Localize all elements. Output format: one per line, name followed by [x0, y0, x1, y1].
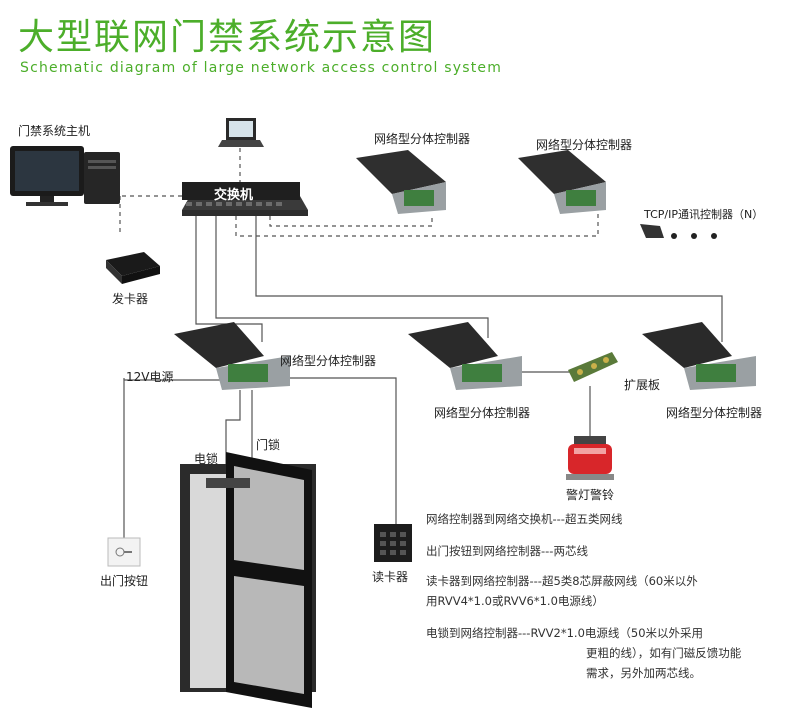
- wires: [119, 148, 723, 540]
- laptop-icon: [218, 118, 264, 147]
- expansion-board-icon: [568, 352, 618, 382]
- page-subtitle: Schematic diagram of large network acces…: [20, 60, 503, 76]
- wire-switch-top-controllers: [235, 214, 599, 237]
- door-leaf-icon: [226, 452, 312, 708]
- switch-icon: [182, 182, 308, 216]
- exit-button-label: 出门按钮: [100, 574, 149, 588]
- tcp-controller-label: TCP/IP通讯控制器（N）: [644, 208, 764, 221]
- alarm-light-icon: [566, 436, 614, 480]
- alarm-label: 警灯警铃: [566, 488, 615, 502]
- controller-mid-center-icon: [408, 322, 522, 390]
- note-line: 网络控制器到网络交换机---超五类网线: [426, 512, 623, 526]
- page-title: 大型联网门禁系统示意图: [18, 17, 437, 58]
- switch-label: 交换机: [214, 188, 254, 203]
- controller-mid-right-label: 网络型分体控制器: [666, 406, 763, 420]
- card-issuer-label: 发卡器: [112, 292, 149, 306]
- dot: [711, 233, 717, 239]
- wire-switch-controller1: [269, 214, 433, 227]
- wire-switch-mid-center: [215, 216, 489, 338]
- card-reader-label: 读卡器: [372, 570, 409, 584]
- power-label: 12V电源: [126, 370, 174, 384]
- controller-top1-icon: [356, 150, 446, 214]
- controller-top1-label: 网络型分体控制器: [374, 132, 471, 146]
- wire-card-reader: [290, 377, 397, 524]
- dot: [691, 233, 697, 239]
- controller-mid-right-icon: [642, 322, 756, 390]
- dot: [671, 233, 677, 239]
- controller-mid-left-label: 网络型分体控制器: [280, 354, 377, 368]
- note-line: 需求，另外加两芯线。: [586, 666, 701, 680]
- tcp-controller-icon: [640, 224, 664, 238]
- exit-button-icon: [107, 537, 141, 567]
- electric-lock-label: 电锁: [194, 452, 219, 466]
- wire-electric-lock: [225, 390, 241, 478]
- host-computer-icon: [10, 146, 120, 206]
- controller-mid-left-icon: [174, 322, 290, 390]
- note-line: 更粗的线），如有门磁反馈功能: [586, 646, 742, 660]
- note-line: 电锁到网络控制器---RVV2*1.0电源线（50米以外采用: [426, 626, 704, 640]
- electric-lock-icon: [206, 478, 250, 488]
- note-line: 出门按钮到网络控制器---两芯线: [426, 544, 588, 558]
- door-lock-label: 门锁: [256, 438, 281, 452]
- controller-mid-center-label: 网络型分体控制器: [434, 406, 531, 420]
- note-line: 读卡器到网络控制器---超5类8芯屏蔽网线（60米以外: [426, 574, 698, 588]
- wire-switch-mid-right: [255, 216, 723, 342]
- card-reader-icon: [374, 524, 412, 562]
- expansion-board-label: 扩展板: [624, 378, 661, 392]
- host-label: 门禁系统主机: [18, 124, 91, 138]
- note-line: 用RVV4*1.0或RVV6*1.0电源线）: [426, 594, 604, 608]
- controller-top2-label: 网络型分体控制器: [536, 138, 633, 152]
- tcp-dots: [671, 233, 717, 239]
- controller-top2-icon: [518, 150, 606, 214]
- card-issuer-icon: [106, 252, 160, 284]
